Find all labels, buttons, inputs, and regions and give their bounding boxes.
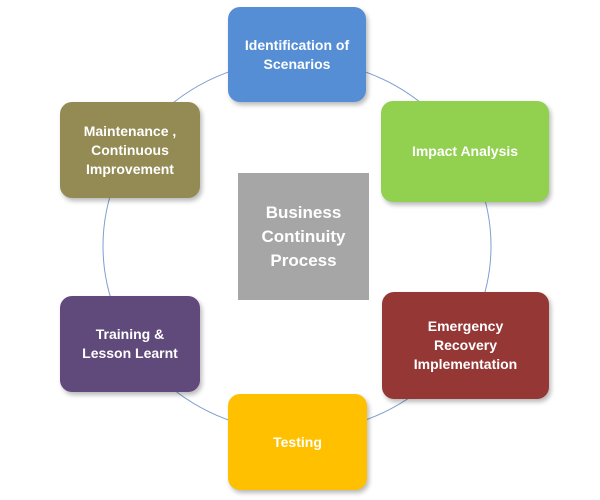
node-label: Training & Lesson Learnt bbox=[82, 326, 178, 361]
node-label: Maintenance , Continuous Improvement bbox=[83, 122, 177, 177]
node-label: Testing bbox=[273, 433, 322, 450]
node-testing: Testing bbox=[228, 394, 367, 490]
center-business-continuity-process: Business Continuity Process bbox=[238, 173, 369, 300]
center-label: Business Continuity Process bbox=[261, 202, 346, 270]
node-label: Impact Analysis bbox=[411, 143, 519, 159]
node-label: Identification of Scenarios bbox=[244, 36, 350, 72]
node-label: Emergency Recovery Implementation bbox=[413, 318, 518, 372]
node-emergency-recovery-implementation: Emergency Recovery Implementation bbox=[382, 292, 549, 399]
node-maintenance-continuous-improvement: Maintenance , Continuous Improvement bbox=[60, 102, 200, 198]
node-impact-analysis: Impact Analysis bbox=[381, 101, 549, 202]
node-training-lesson-learnt: Training & Lesson Learnt bbox=[60, 296, 200, 392]
node-identification-of-scenarios: Identification of Scenarios bbox=[228, 7, 366, 102]
